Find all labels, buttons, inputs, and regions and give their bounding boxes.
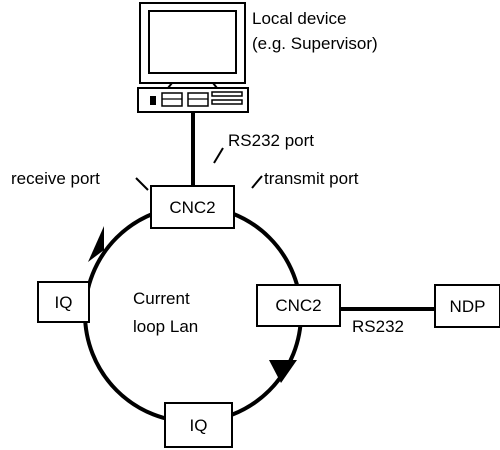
local-device-label-line2: (e.g. Supervisor) (252, 34, 378, 53)
iq-left-node: IQ (37, 281, 90, 323)
ring-direction-arrow-right (269, 360, 297, 383)
receive-port-pointer (135, 177, 149, 191)
ring-label-line2: loop Lan (133, 317, 198, 336)
iq-left-label: IQ (55, 293, 73, 312)
transmit-port-pointer (251, 175, 263, 189)
rs232-link-label: RS232 (352, 317, 404, 336)
receive-port-label: receive port (11, 169, 100, 188)
cnc2-right-node: CNC2 (256, 284, 341, 327)
ring-direction-arrow-left (88, 226, 104, 262)
cnc2-top-node: CNC2 (150, 185, 235, 229)
cnc2-top-label: CNC2 (169, 198, 215, 217)
rs232-port-label: RS232 port (228, 131, 314, 150)
iq-bottom-label: IQ (190, 416, 208, 435)
ndp-node: NDP (434, 284, 500, 328)
transmit-port-label: transmit port (264, 169, 359, 188)
local-device-label-line1: Local device (252, 9, 347, 28)
ndp-label: NDP (450, 297, 486, 316)
desktop-computer-icon (137, 2, 249, 113)
ring-label-line1: Current (133, 289, 190, 308)
iq-bottom-node: IQ (164, 402, 233, 448)
rs232-port-pointer (213, 147, 224, 164)
cnc2-right-label: CNC2 (275, 296, 321, 315)
